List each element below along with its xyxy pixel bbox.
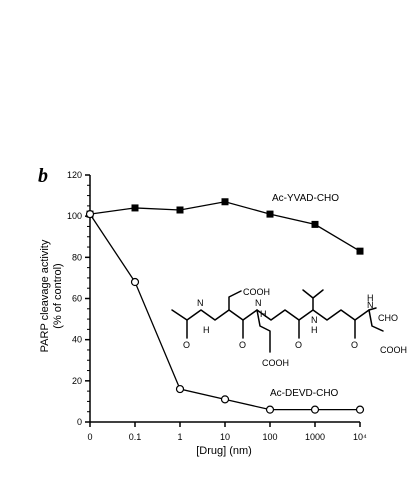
structure-cho: CHO bbox=[378, 313, 398, 323]
structure-oxygen-3: O bbox=[295, 340, 302, 350]
data-point-circle bbox=[355, 405, 365, 414]
chemical-structure-labels: O N H COOH N H O COOH N H O H N O CHO CO… bbox=[183, 287, 407, 368]
structure-cooh-1: COOH bbox=[243, 287, 270, 297]
structure-backbone bbox=[171, 309, 370, 321]
structure-valine-isopropyl bbox=[302, 289, 324, 311]
structure-oxygen-1: O bbox=[183, 340, 190, 350]
x-tick-label: 10⁴ bbox=[353, 432, 367, 442]
structure-nh-3-h: H bbox=[311, 325, 318, 335]
structure-oxygen-4: O bbox=[351, 340, 358, 350]
structure-glu-side-chain bbox=[228, 290, 242, 311]
series-line-1 bbox=[89, 213, 360, 411]
chemical-structure bbox=[171, 289, 384, 353]
x-tick-label: 0.1 bbox=[129, 432, 142, 442]
structure-nh-4-n: N bbox=[367, 300, 374, 310]
series-layer bbox=[85, 198, 365, 414]
structure-nh-4-h: H bbox=[367, 293, 374, 303]
data-point-circle bbox=[265, 405, 275, 414]
x-tick-label: 1000 bbox=[305, 432, 325, 442]
structure-c-terminal-side-chain bbox=[368, 309, 384, 332]
structure-nh-3-n: N bbox=[311, 315, 318, 325]
series-label-yvad: Ac-YVAD-CHO bbox=[272, 193, 339, 204]
data-point-circle bbox=[310, 405, 320, 414]
x-tick-label: 1 bbox=[177, 432, 182, 442]
y-axis-label-line-2: (% of control) bbox=[52, 263, 64, 328]
structure-nh-1-h: H bbox=[203, 325, 210, 335]
y-tick-label: 80 bbox=[72, 252, 82, 262]
x-tick-label: 0 bbox=[87, 432, 92, 442]
y-tick-label: 40 bbox=[72, 335, 82, 345]
y-tick-label: 100 bbox=[67, 211, 82, 221]
structure-aldehyde bbox=[368, 307, 377, 311]
data-point-square bbox=[131, 204, 139, 212]
series-line-0 bbox=[89, 201, 361, 252]
data-point-square bbox=[356, 247, 364, 255]
structure-nh-1-n: N bbox=[197, 298, 204, 308]
y-axis-label: PARP cleavage activity (% of control) bbox=[39, 239, 64, 352]
structure-cooh-3: COOH bbox=[380, 345, 407, 355]
data-point-circle bbox=[130, 277, 140, 287]
x-tick-label: 10 bbox=[220, 432, 230, 442]
x-tick-label: 100 bbox=[262, 432, 277, 442]
data-point-circle bbox=[175, 384, 185, 394]
y-tick-label: 0 bbox=[77, 417, 82, 427]
x-axis-label: [Drug] (nm) bbox=[196, 445, 252, 457]
data-point-square bbox=[266, 210, 274, 218]
data-point-circle bbox=[85, 210, 95, 219]
data-point-circle bbox=[220, 395, 230, 404]
structure-nh-2-n: N bbox=[255, 298, 262, 308]
panel-label: b bbox=[38, 165, 48, 187]
series-label-devd: Ac-DEVD-CHO bbox=[270, 388, 339, 399]
y-tick-label: 60 bbox=[72, 294, 82, 304]
data-point-square bbox=[176, 206, 184, 214]
structure-oxygen-2: O bbox=[239, 340, 246, 350]
structure-cooh-2: COOH bbox=[262, 358, 289, 368]
axes: 0 20 40 60 80 100 120 0 0.1 1 10 100 1000 10⁴ bbox=[67, 170, 367, 442]
structure-asp-side-chain bbox=[256, 309, 271, 353]
data-point-square bbox=[221, 198, 229, 206]
y-tick-label: 120 bbox=[67, 170, 82, 180]
data-point-square bbox=[311, 220, 319, 228]
y-axis-label-line-1: PARP cleavage activity bbox=[39, 239, 51, 352]
y-tick-label: 20 bbox=[72, 376, 82, 386]
structure-nh-2-h: H bbox=[260, 309, 267, 319]
